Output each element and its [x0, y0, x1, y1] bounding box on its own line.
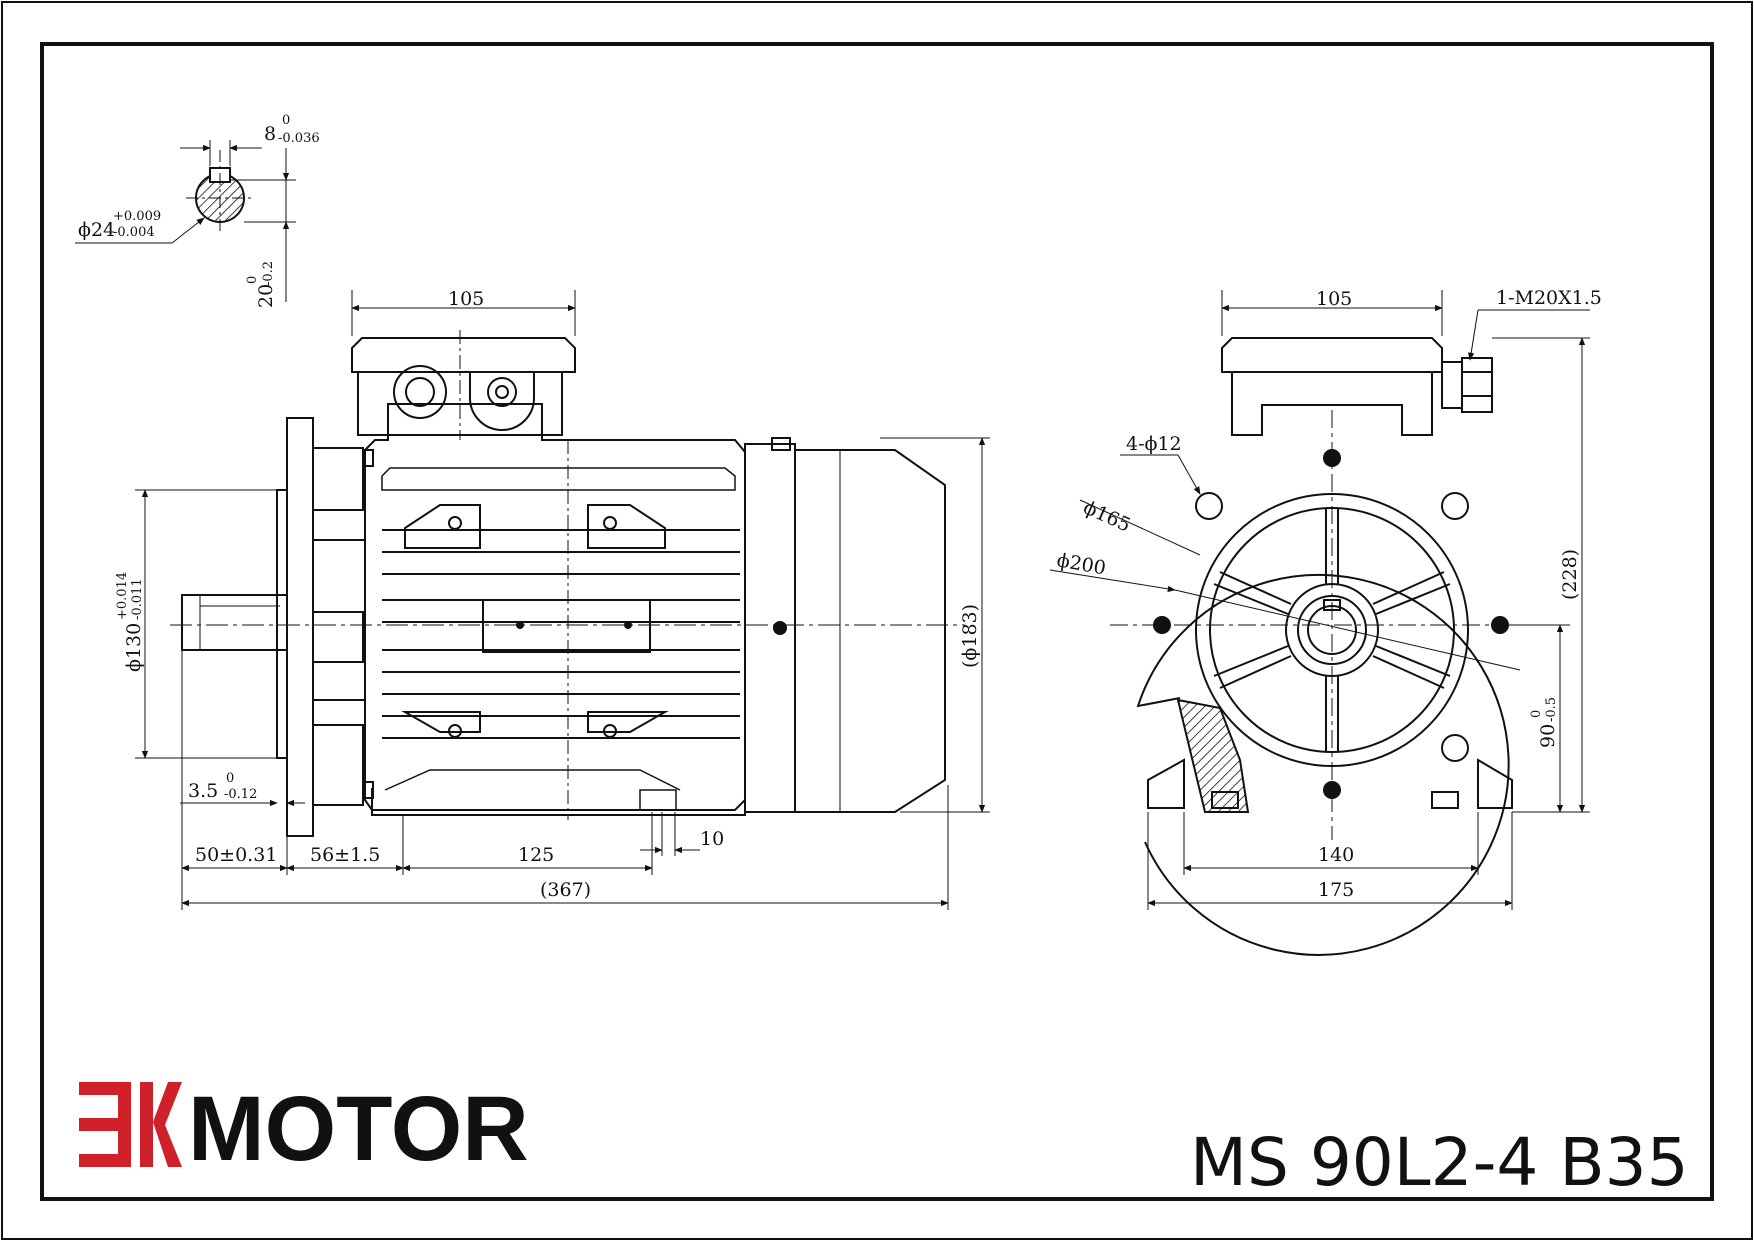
flange-offset-lower-tol: -0.12	[224, 787, 257, 802]
key-depth-upper-tol: 0	[245, 276, 260, 284]
side-view	[170, 330, 965, 837]
flange-to-foot-value: 56±1.5	[310, 844, 380, 866]
front-foot-hole-spacing: 140	[1318, 844, 1354, 866]
brand-word: MOTOR	[188, 1078, 529, 1180]
flange-dia-value: ϕ200	[1055, 549, 1107, 579]
overall-height-value: (228)	[1559, 549, 1581, 600]
shaft-section-view	[75, 140, 296, 302]
shaft-height-upper-tol: 0	[1529, 710, 1544, 718]
shaft-length-value: 50±0.31	[195, 844, 277, 866]
body-dia-value: (ϕ183)	[959, 604, 981, 668]
cable-gland-value: 1-M20X1.5	[1496, 287, 1602, 309]
key-width-upper-tol: 0	[282, 113, 290, 128]
shaft-height-value: 90	[1537, 724, 1559, 748]
key-width-value: 8	[264, 123, 276, 145]
foot-width-value: 175	[1318, 879, 1354, 901]
side-view-dimensions	[135, 290, 990, 910]
spigot-dia-value: ϕ130	[123, 623, 145, 672]
model-number: MS 90L2-4 B35	[1190, 1124, 1689, 1201]
front-terminal-box-width: 105	[1316, 288, 1352, 310]
ek-logo	[79, 1082, 182, 1167]
shaft-dia-upper-tol: +0.009	[113, 209, 161, 224]
flange-holes-value: 4-ϕ12	[1126, 433, 1182, 455]
key-depth-lower-tol: -0.2	[261, 261, 276, 286]
spigot-dia-upper-tol: +0.014	[115, 572, 130, 620]
foot-hole-spacing-side: 125	[518, 844, 554, 866]
key-width-lower-tol: -0.036	[278, 131, 320, 146]
flange-offset-upper-tol: 0	[226, 771, 234, 786]
flange-offset-value: 3.5	[188, 780, 218, 802]
side-terminal-box-width: 105	[448, 288, 484, 310]
drawing-frame	[40, 42, 1714, 1201]
spigot-dia-lower-tol: -0.011	[130, 578, 145, 620]
key-depth-value: 20	[255, 284, 277, 308]
foot-hole-dia-value: 10	[700, 828, 724, 850]
front-view-dimensions	[1049, 290, 1590, 910]
shaft-height-lower-tol: -0.5	[1544, 697, 1559, 722]
shaft-dia-value: ϕ24	[78, 219, 115, 241]
pcd-value: ϕ165	[1080, 496, 1134, 536]
shaft-dia-lower-tol: -0.004	[113, 225, 155, 240]
overall-length-value: (367)	[540, 879, 591, 901]
